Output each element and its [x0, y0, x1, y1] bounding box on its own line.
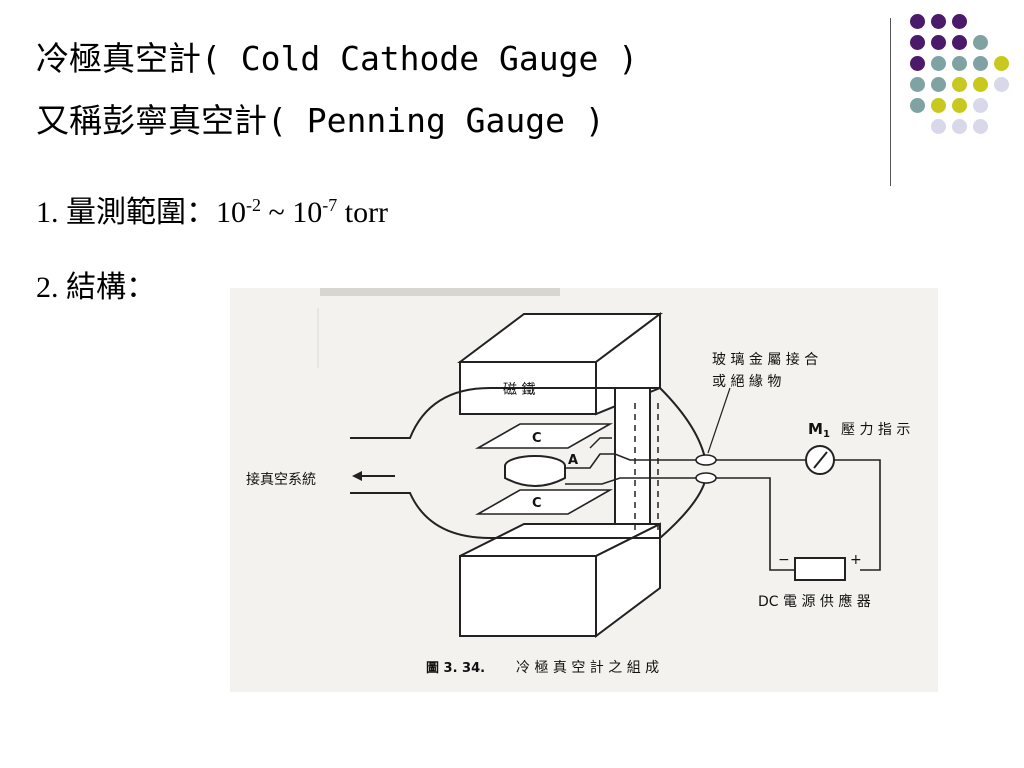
decor-dot — [931, 77, 946, 92]
label-pressure-indicator: 壓 力 指 示 — [841, 422, 910, 438]
label-cathode-top: C — [532, 431, 542, 446]
cathode-plate-top — [474, 423, 614, 449]
decor-dot — [931, 56, 946, 71]
slide-title: 冷極真空計( Cold Cathode Gauge ) 又稱彭寧真空計( Pen… — [36, 28, 638, 152]
caption-number: 圖 3. 34. — [426, 660, 485, 676]
decor-dot — [973, 98, 988, 113]
range-unit: torr — [337, 196, 389, 229]
decor-dot — [973, 56, 988, 71]
label-seal-line-2: 或 絕 緣 物 — [712, 374, 781, 390]
range-exponent-2: -7 — [322, 195, 338, 215]
divider-line — [890, 18, 891, 186]
penning-gauge-figure: 磁 鐵 C C A 接真空系統 玻 璃 金 屬 接 合 或 絕 緣 物 M1 壓… — [230, 288, 938, 692]
decor-dot — [973, 119, 988, 134]
decor-dot — [952, 56, 967, 71]
decorative-dot-grid — [910, 14, 1020, 164]
lower-magnet — [459, 522, 661, 638]
decor-dot — [952, 35, 967, 50]
dc-power-supply — [794, 557, 846, 581]
bleed-through-text — [320, 288, 560, 296]
gauge-diagram: 磁 鐵 C C A 接真空系統 玻 璃 金 屬 接 合 或 絕 緣 物 M1 壓… — [246, 288, 910, 676]
decor-dot — [931, 35, 946, 50]
decor-dot — [994, 56, 1009, 71]
glass-envelope-bottom — [350, 477, 707, 539]
glass-metal-seal — [695, 454, 717, 466]
decor-dot — [910, 98, 925, 113]
label-dc-supply: DC 電 源 供 應 器 — [758, 593, 871, 610]
label-seal-line-1: 玻 璃 金 屬 接 合 — [712, 351, 818, 368]
title-line-1: 冷極真空計( Cold Cathode Gauge ) — [36, 39, 639, 78]
range-prefix: 1. 量測範圍：10 — [36, 196, 246, 229]
label-magnet: 磁 鐵 — [503, 381, 535, 398]
decor-dot — [910, 77, 925, 92]
decor-dot — [973, 77, 988, 92]
decor-dot — [952, 77, 967, 92]
decor-dot — [931, 119, 946, 134]
decor-dot — [973, 35, 988, 50]
label-cathode-bottom: C — [532, 496, 542, 511]
range-exponent-1: -2 — [246, 195, 261, 215]
decor-dot — [910, 35, 925, 50]
bullet-structure: 2. 結構： — [36, 271, 156, 304]
label-m1: M1 — [808, 420, 830, 440]
decor-dot — [952, 98, 967, 113]
title-line-2: 又稱彭寧真空計( Penning Gauge ) — [36, 101, 605, 140]
label-minus: − — [778, 552, 790, 568]
decor-dot — [952, 14, 967, 29]
label-vacuum-system: 接真空系統 — [246, 471, 316, 488]
decor-dot — [910, 14, 925, 29]
decor-dot — [994, 77, 1009, 92]
bullet-measure-range: 1. 量測範圍：10-2 ~ 10-7 torr — [36, 187, 388, 231]
range-mid: ~ 10 — [261, 196, 323, 229]
decor-dot — [910, 56, 925, 71]
label-anode: A — [568, 453, 578, 468]
label-plus: + — [850, 552, 862, 568]
cathode-plate-bottom — [474, 489, 614, 515]
decor-dot — [931, 98, 946, 113]
glass-envelope-top — [350, 387, 707, 464]
decor-dot — [952, 119, 967, 134]
caption-text: 冷 極 真 空 計 之 組 成 — [516, 660, 659, 676]
decor-dot — [931, 14, 946, 29]
